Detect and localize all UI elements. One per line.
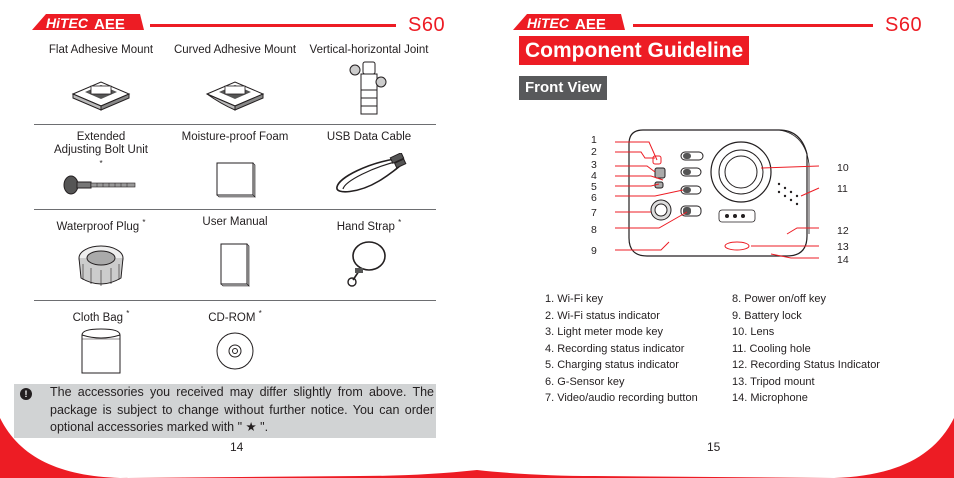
note-text: The accessories you received may differ …	[50, 385, 434, 434]
accessory-curved-adhesive-mount: Curved Adhesive Mount	[168, 38, 302, 124]
callout-number: 11	[837, 183, 848, 195]
component-item: 11. Cooling hole	[732, 342, 811, 355]
callout-number: 1	[591, 134, 597, 146]
component-item: 1. Wi-Fi key	[545, 293, 604, 305]
optional-star: *	[142, 218, 146, 227]
accessory-label: CD-ROM	[208, 311, 256, 324]
accessory-flat-adhesive-mount: Flat Adhesive Mount	[34, 38, 168, 124]
component-list-col2: 8. Power on/off key 9. Battery lock 10. …	[732, 291, 880, 407]
accessory-label: Extended Adjusting Bolt Unit	[54, 131, 148, 156]
hitec-logo: HiTEC AEE	[513, 14, 625, 33]
model-name: S60	[408, 14, 446, 36]
right-page: HiTEC AEE S60 Component Guideline Front …	[477, 0, 954, 478]
svg-text:HiTEC: HiTEC	[527, 15, 570, 31]
accessory-hand-strap: Hand Strap *	[302, 210, 436, 300]
curved-mount-illustration	[205, 81, 265, 111]
component-item: 13. Tripod mount	[732, 375, 815, 388]
component-item: 12. Recording Status Indicator	[732, 359, 880, 371]
accessory-label: USB Data Cable	[326, 131, 412, 143]
component-item: 3. Light meter mode key	[545, 326, 664, 338]
accessory-moisture-proof-foam: Moisture-proof Foam	[168, 125, 302, 209]
accessory-label: Cloth Bag	[72, 311, 124, 324]
accessory-usb-data-cable: USB Data Cable	[302, 125, 436, 209]
optional-star: *	[99, 159, 103, 168]
accessory-row: Cloth Bag * CD-ROM *	[34, 301, 436, 383]
callout-number: 10	[837, 162, 849, 174]
accessory-row: Flat Adhesive Mount Curved Adhesive Moun…	[34, 38, 436, 125]
callout-number: 7	[591, 207, 597, 219]
warning-icon: !	[20, 388, 32, 400]
accessory-label: Hand Strap	[336, 220, 395, 233]
foam-illustration	[216, 162, 256, 198]
callout-number: 5	[591, 181, 597, 193]
component-item: 5. Charging status indicator	[545, 359, 679, 371]
component-item: 6. G-Sensor key	[545, 375, 625, 388]
footer-decoration	[0, 418, 477, 478]
page-number-right: 15	[707, 440, 721, 454]
component-item: 4. Recording status indicator	[545, 342, 685, 355]
svg-text:HiTEC: HiTEC	[46, 15, 89, 31]
optional-star: *	[126, 309, 130, 318]
accessories-note: ! The accessories you received may diffe…	[14, 384, 436, 438]
page-title: Component Guideline	[519, 36, 750, 65]
joint-illustration	[349, 61, 387, 115]
accessory-label: Waterproof Plug	[56, 220, 140, 233]
section-subtitle: Front View	[519, 76, 608, 100]
callout-number: 12	[837, 225, 849, 237]
hitec-logo: HiTEC AEE	[32, 14, 144, 33]
accessory-row: Waterproof Plug * User Manual	[34, 210, 436, 301]
waterproof-plug-illustration	[78, 245, 124, 286]
callout-number: 8	[591, 224, 597, 236]
right-header: HiTEC AEE S60	[477, 10, 954, 36]
component-item: 14. Microphone	[732, 392, 808, 404]
bolt-illustration	[63, 175, 136, 195]
accessory-label: Curved Adhesive Mount	[173, 44, 297, 56]
manual-illustration	[220, 243, 250, 287]
left-page: HiTEC AEE S60 Flat Adhesive Mount Curved…	[0, 10, 477, 478]
callout-number: 4	[591, 170, 597, 182]
cd-rom-illustration	[216, 332, 254, 370]
callout-number: 14	[837, 254, 849, 266]
accessory-vertical-horizontal-joint: Vertical-horizontal Joint	[302, 38, 436, 124]
accessory-waterproof-plug: Waterproof Plug *	[34, 210, 168, 300]
model-name: S60	[885, 14, 923, 36]
component-item: 2. Wi-Fi status indicator	[545, 309, 660, 322]
accessory-label: Moisture-proof Foam	[181, 131, 289, 143]
callout-number: 3	[591, 159, 597, 171]
callout-number: 13	[837, 241, 849, 253]
accessory-row: Extended Adjusting Bolt Unit * Moisture-…	[34, 125, 436, 210]
component-item: 8. Power on/off key	[732, 293, 826, 305]
header-rule	[150, 24, 396, 27]
callout-number: 2	[591, 146, 597, 158]
accessory-label: Vertical-horizontal Joint	[309, 44, 429, 56]
callout-number: 6	[591, 192, 597, 204]
cloth-bag-illustration	[81, 328, 121, 374]
accessory-label: User Manual	[202, 216, 268, 228]
camera-front-view-diagram	[615, 129, 820, 259]
page-number-left: 14	[230, 440, 244, 454]
flat-mount-illustration	[71, 81, 131, 111]
component-item: 10. Lens	[732, 326, 775, 338]
accessory-cloth-bag: Cloth Bag *	[34, 301, 168, 383]
usb-cable-illustration	[336, 153, 407, 193]
hand-strap-illustration	[347, 241, 386, 287]
accessory-user-manual: User Manual	[168, 210, 302, 300]
svg-text:AEE: AEE	[575, 16, 606, 33]
footer-decoration	[477, 418, 954, 478]
accessory-extended-adjusting-bolt: Extended Adjusting Bolt Unit *	[34, 125, 168, 209]
svg-text:AEE: AEE	[94, 16, 125, 33]
component-item: 9. Battery lock	[732, 309, 802, 322]
accessory-label: Flat Adhesive Mount	[48, 44, 154, 56]
callout-number: 9	[591, 245, 597, 257]
header-rule	[633, 24, 873, 27]
component-list-col1: 1. Wi-Fi key 2. Wi-Fi status indicator 3…	[545, 291, 698, 407]
accessory-grid: Flat Adhesive Mount Curved Adhesive Moun…	[34, 38, 436, 383]
left-header: HiTEC AEE S60	[0, 10, 477, 36]
optional-star: *	[398, 218, 402, 227]
accessory-cd-rom: CD-ROM *	[168, 301, 302, 383]
component-item: 7. Video/audio recording button	[545, 392, 698, 404]
optional-star: *	[258, 309, 262, 318]
